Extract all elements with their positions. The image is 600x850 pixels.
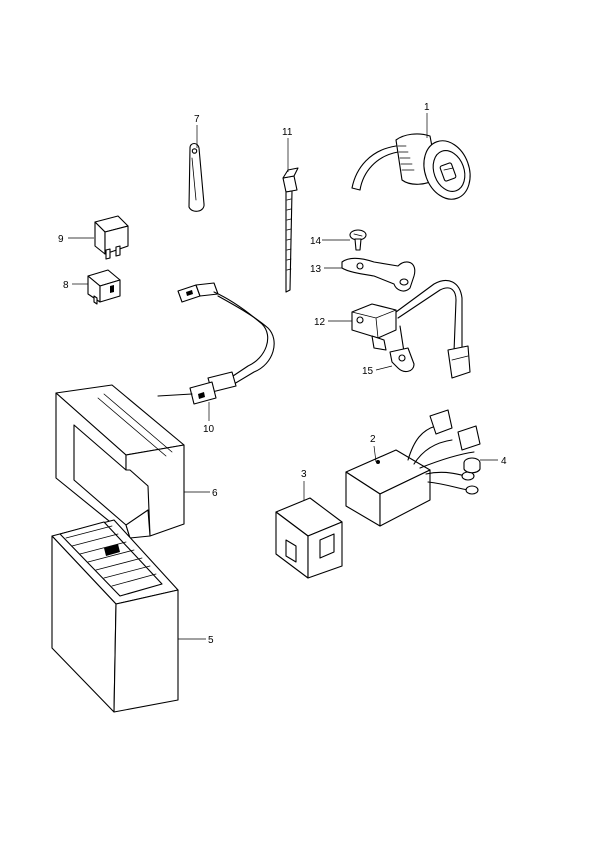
part-7-clip [188, 142, 205, 212]
part-8-relay [87, 269, 121, 305]
part-9-relay [94, 215, 129, 260]
part-11-cable-tie [282, 167, 299, 293]
callout-11: 11 [282, 127, 293, 138]
part-1-socket [351, 133, 471, 200]
leader-lines [68, 113, 498, 640]
callout-1: 1 [424, 102, 430, 113]
part-6-ecu-cover [55, 384, 185, 539]
part-14-screw [349, 229, 367, 251]
callout-2: 2 [370, 434, 376, 445]
part-12-sensor [351, 280, 471, 379]
callout-12: 12 [314, 317, 326, 328]
callout-10: 10 [203, 424, 215, 435]
callout-7: 7 [194, 114, 200, 125]
callout-14: 14 [310, 236, 322, 247]
part-15-clamp [389, 347, 415, 373]
callout-6: 6 [212, 488, 218, 499]
callout-3: 3 [301, 469, 307, 480]
part-3-module [275, 497, 343, 579]
part-2-control-unit [345, 409, 481, 527]
part-10-wire-harness [157, 282, 275, 405]
callout-4: 4 [501, 456, 507, 467]
part-13-bracket [341, 257, 416, 292]
callout-8: 8 [63, 280, 69, 291]
part-4-cap [463, 457, 481, 474]
callout-15: 15 [362, 366, 374, 377]
callout-5: 5 [208, 635, 214, 646]
part-5-ecu [51, 519, 179, 713]
callout-13: 13 [310, 264, 322, 275]
callout-9: 9 [58, 234, 64, 245]
